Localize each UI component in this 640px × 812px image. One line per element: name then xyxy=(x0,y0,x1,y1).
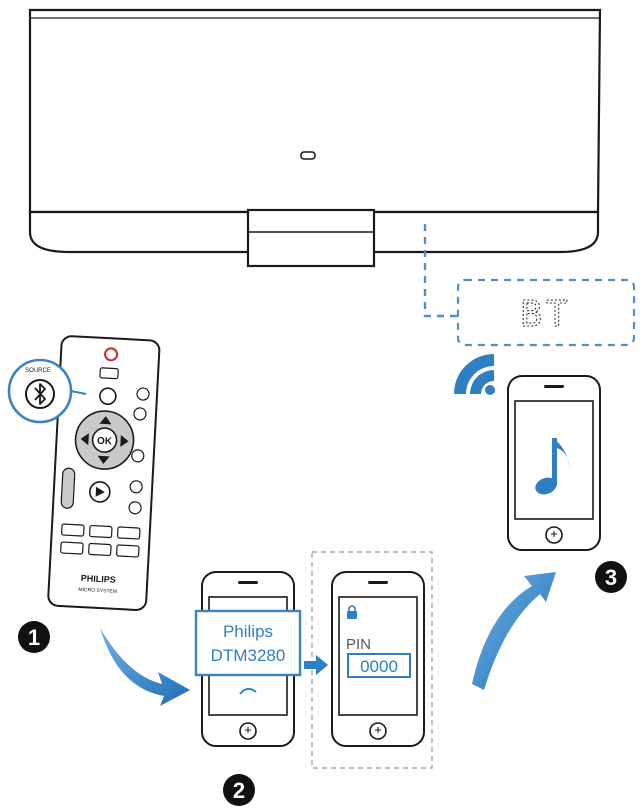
remote-ok-label: OK xyxy=(97,436,113,448)
display-callout: BT xyxy=(456,278,636,347)
power-indicator-light xyxy=(300,151,316,160)
speaker-dock-unit xyxy=(28,8,602,268)
phone-music-playback xyxy=(507,375,601,551)
lock-icon xyxy=(347,605,357,619)
remote-ok-button[interactable] xyxy=(91,427,118,453)
remote-volume-rocker[interactable] xyxy=(60,467,76,509)
remote-control: OK PHILIPS MICRO SYSTEM xyxy=(47,335,161,611)
step-3-badge: 3 xyxy=(595,561,627,593)
step-1-number: 1 xyxy=(28,625,40,650)
pin-code-value: 0000 xyxy=(360,657,398,676)
bluetooth-icon xyxy=(34,383,46,405)
wireless-signal-icon xyxy=(454,354,495,395)
popup-brand-text: Philips xyxy=(223,622,273,641)
display-text: BT xyxy=(520,294,571,335)
remote-brand-logo: PHILIPS xyxy=(81,573,116,585)
arrow-to-playback xyxy=(472,572,556,690)
bluetooth-button-callout: SOURCE xyxy=(7,358,87,424)
step-2-number: 2 xyxy=(233,778,245,803)
device-name-popup[interactable]: Philips DTM3280 xyxy=(194,609,302,677)
step-3-number: 3 xyxy=(605,565,617,590)
remote-source-button[interactable] xyxy=(99,387,117,406)
pin-input[interactable] xyxy=(347,653,411,678)
popup-model-text: DTM3280 xyxy=(211,646,286,665)
pin-step-frame xyxy=(311,551,433,769)
display-callout-connector xyxy=(423,224,458,318)
remote-tagline: MICRO SYSTEM xyxy=(78,587,117,595)
dock-connector xyxy=(246,208,376,268)
pin-label: PIN xyxy=(346,636,371,653)
loading-spinner-icon xyxy=(239,688,257,695)
arrow-to-pin xyxy=(304,655,328,675)
callout-source-label: SOURCE xyxy=(25,368,51,374)
step-1-badge: 1 xyxy=(18,621,50,653)
remote-power-button[interactable] xyxy=(104,347,119,362)
step-2-badge: 2 xyxy=(223,774,255,806)
phone-pin-entry: PIN 0000 xyxy=(331,571,425,747)
arrow-to-pairing xyxy=(100,628,190,706)
music-note-icon xyxy=(535,438,570,495)
